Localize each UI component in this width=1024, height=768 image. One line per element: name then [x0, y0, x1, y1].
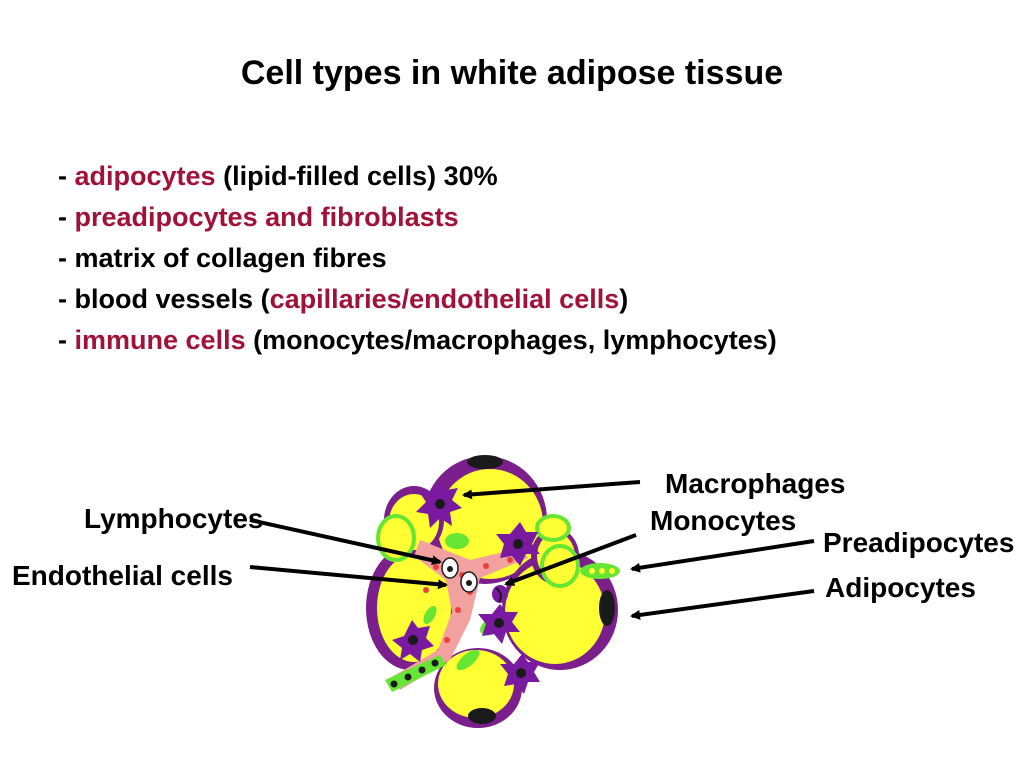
label-adipocytes: Adipocytes [825, 572, 976, 603]
bullet-highlight: immune cells [74, 325, 246, 355]
arrow-adipocytes [630, 589, 815, 620]
bullet-dash: - [58, 325, 67, 355]
arrow-lymphocytes [249, 518, 442, 566]
bullet-highlight: preadipocytes and fibroblasts [74, 202, 459, 232]
label-endothelial-cells: Endothelial cells [12, 560, 233, 591]
bullet-text: matrix of collagen fibres [67, 243, 387, 273]
label-macrophages: Macrophages [665, 468, 846, 499]
bullet-text: (monocytes/macrophages, lymphocytes) [245, 325, 777, 355]
bullet-dash: - [58, 161, 67, 191]
lymphocytes [441, 557, 478, 593]
bullet-dash: - [58, 284, 67, 314]
bullet-dash: - [58, 202, 67, 232]
macrophage [496, 522, 540, 566]
label-lymphocytes: Lymphocytes [84, 503, 264, 534]
bullet-dash: - [58, 243, 67, 273]
bullet-text: blood vessels ( [67, 284, 270, 314]
label-arrows [249, 480, 815, 620]
bullet-highlight: capillaries/endothelial cells [269, 284, 620, 314]
blood-vessel [385, 540, 528, 692]
bullet-highlight: adipocytes [74, 161, 216, 191]
monocyte [492, 585, 508, 603]
macrophage [478, 604, 520, 644]
bullet-text: (lipid-filled cells) 30% [215, 161, 498, 191]
macrophage [416, 480, 462, 528]
macrophage [500, 654, 540, 694]
bullet-blood-vessels: - blood vessels (capillaries/endothelial… [58, 279, 777, 320]
bullet-immune-cells: - immune cells (monocytes/macrophages, l… [58, 320, 777, 361]
label-monocytes: Monocytes [650, 505, 797, 536]
arrow-macrophages [462, 480, 641, 500]
macrophage [392, 620, 434, 662]
page-title: Cell types in white adipose tissue [240, 54, 784, 92]
bullet-text: ) [619, 284, 629, 314]
adipocyte [502, 550, 618, 670]
bullet-adipocytes: - adipocytes (lipid-filled cells) 30% [58, 156, 777, 197]
arrow-preadipocytes [630, 539, 815, 573]
arrow-endothelial [249, 565, 448, 590]
bullet-matrix: - matrix of collagen fibres [58, 238, 777, 279]
macrophages [392, 480, 540, 694]
bullet-preadipocytes: - preadipocytes and fibroblasts [58, 197, 777, 238]
bullet-list: - adipocytes (lipid-filled cells) 30% - … [58, 156, 777, 361]
label-preadipocytes: Preadipocytes [823, 527, 1015, 558]
arrow-monocytes [504, 533, 637, 586]
